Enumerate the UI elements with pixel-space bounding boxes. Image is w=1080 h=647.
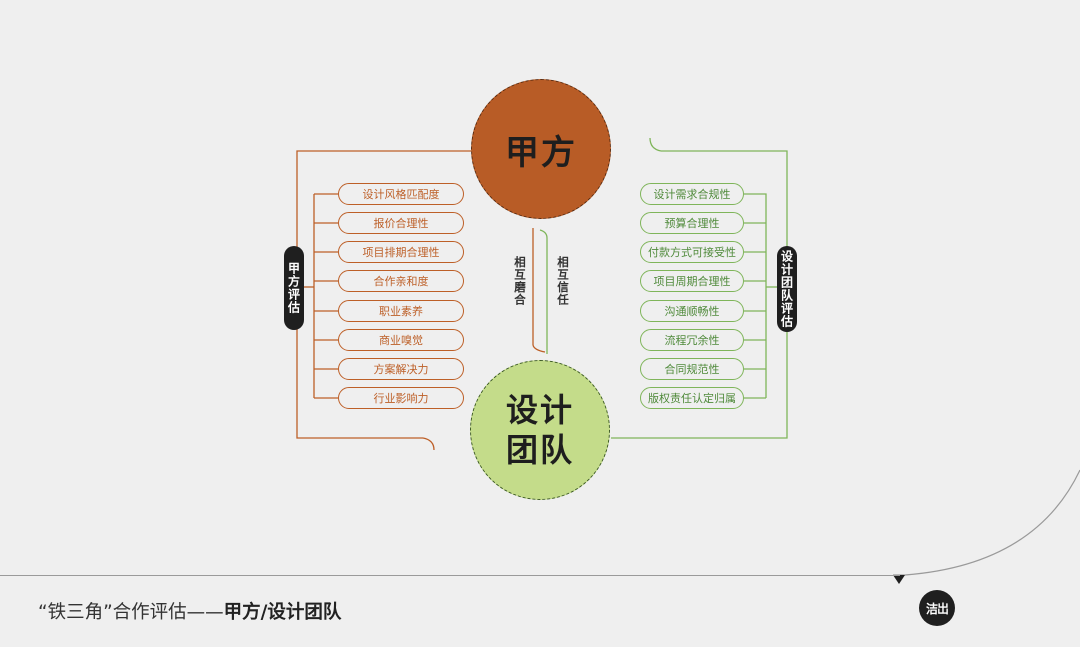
right-eval-item: 付款方式可接受性 xyxy=(640,241,744,263)
left-eval-item: 项目排期合理性 xyxy=(338,241,464,263)
mutual-adjust-label: 相互磨合 xyxy=(513,256,527,306)
left-eval-item: 行业影响力 xyxy=(338,387,464,409)
footer-title-prefix: “铁三角”合作评估—— xyxy=(38,602,224,623)
left-eval-item: 商业嗅觉 xyxy=(338,329,464,351)
right-eval-item: 版权责任认定归属 xyxy=(640,387,744,409)
design-team-label-line2: 团队 xyxy=(505,431,574,469)
design-team-label-line1: 设计 xyxy=(505,391,574,429)
right-eval-item: 预算合理性 xyxy=(640,212,744,234)
right-eval-item: 沟通顺畅性 xyxy=(640,300,744,322)
right-eval-item: 项目周期合理性 xyxy=(640,270,744,292)
footer-title-strong: 甲方/设计团队 xyxy=(223,602,342,623)
footer-divider xyxy=(0,575,900,576)
left-eval-item: 设计风格匹配度 xyxy=(338,183,464,205)
party-a-label: 甲方 xyxy=(505,132,577,173)
left-eval-item: 合作亲和度 xyxy=(338,270,464,292)
left-eval-item: 职业素养 xyxy=(338,300,464,322)
left-eval-item: 方案解决力 xyxy=(338,358,464,380)
right-eval-item: 流程冗余性 xyxy=(640,329,744,351)
design-team-circle: 设计 团队 xyxy=(470,360,610,500)
footer-title: “铁三角”合作评估——甲方/设计团队 xyxy=(38,598,341,624)
right-eval-item: 合同规范性 xyxy=(640,358,744,380)
party-a-circle: 甲方 xyxy=(471,79,611,219)
right-eval-item: 设计需求合规性 xyxy=(640,183,744,205)
brand-logo: 洁岀 xyxy=(919,590,955,626)
left-eval-label: 甲方评估 xyxy=(284,246,304,330)
mutual-trust-label: 相互信任 xyxy=(556,256,570,306)
left-eval-item: 报价合理性 xyxy=(338,212,464,234)
right-eval-label: 设计团队评估 xyxy=(777,246,797,332)
